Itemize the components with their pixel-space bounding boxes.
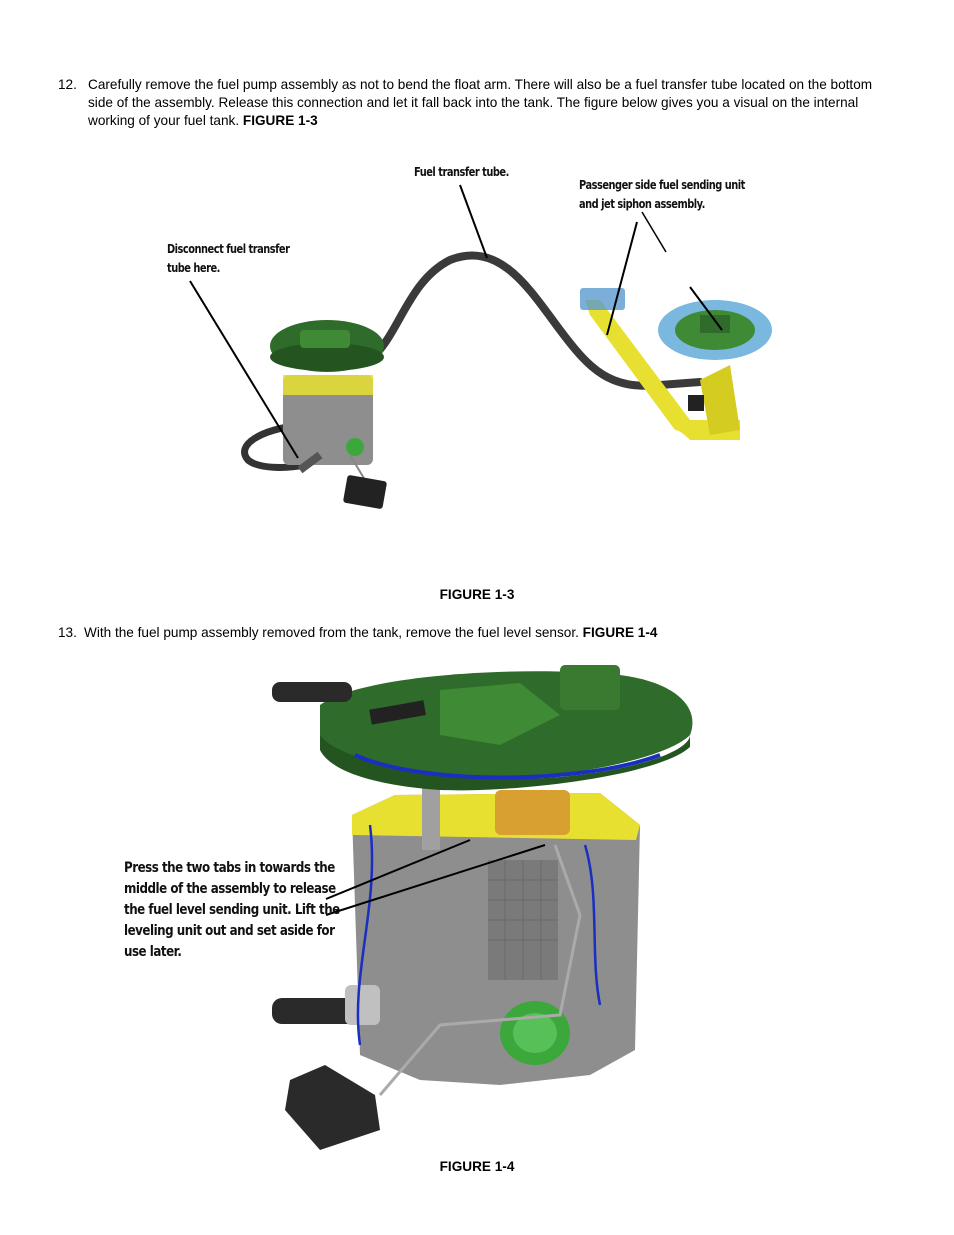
figure-ref: FIGURE 1-3: [242, 113, 318, 128]
step-12: 12. Carefully remove the fuel pump assem…: [58, 76, 898, 130]
figure-1-4-illustration: [272, 665, 693, 1150]
figure-1-4-caption: FIGURE 1-4: [439, 1159, 515, 1174]
figure-ref: FIGURE 1-4: [582, 625, 658, 640]
callout-line: middle of the assembly to release: [124, 881, 336, 897]
step-13: 13. With the fuel pump assembly removed …: [58, 624, 898, 642]
callout-transfer-tube: Fuel transfer tube.: [414, 165, 509, 179]
callout-line: Press the two tabs in towards the: [124, 860, 335, 876]
figure-1-4-callout: Press the two tabs in towards the middle…: [124, 858, 387, 963]
step-text: With the fuel pump assembly removed from…: [84, 625, 579, 640]
callout-line: use later.: [124, 944, 182, 960]
callout-disconnect-line1: Disconnect fuel transfer: [167, 242, 290, 256]
callout-line: leveling unit out and set aside for: [124, 923, 335, 939]
callout-disconnect-line2: tube here.: [167, 261, 220, 275]
callout-line: the fuel level sending unit. Lift the: [124, 902, 340, 918]
step-number: 12.: [58, 77, 77, 92]
figure-1-3-caption: FIGURE 1-3: [439, 587, 515, 602]
step-number: 13.: [58, 625, 77, 640]
figure-1-3-illustration: [189, 184, 772, 509]
callout-passenger-line1: Passenger side fuel sending unit: [579, 178, 745, 192]
step-text: Carefully remove the fuel pump assembly …: [88, 77, 873, 128]
callout-passenger-line2: and jet siphon assembly.: [579, 197, 705, 211]
